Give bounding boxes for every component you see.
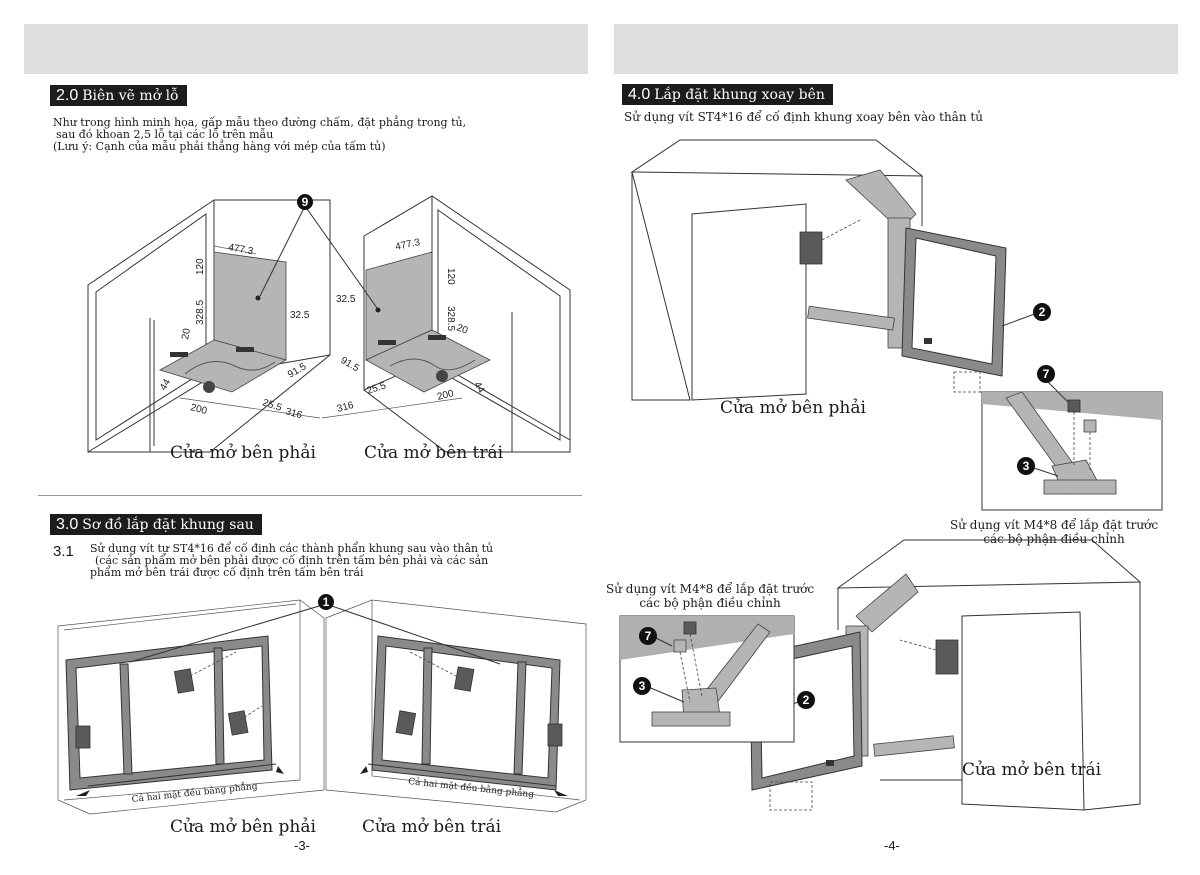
section-3-title: Sơ đồ lắp đặt khung sau bbox=[82, 517, 254, 533]
marker-3-lower: 3 bbox=[633, 677, 685, 703]
caption-template-right: Cửa mở bên phải bbox=[170, 443, 316, 463]
dim-20-left: 20 bbox=[455, 322, 470, 336]
dim-316-right: 316 bbox=[284, 406, 303, 421]
page3-header-band bbox=[24, 24, 588, 74]
dim-32-5-right: 32.5 bbox=[290, 310, 310, 321]
dim-328-5-right: 328.5 bbox=[195, 300, 206, 325]
caption-swing-right: Cửa mở bên phải bbox=[720, 398, 866, 418]
dim-316-left: 316 bbox=[336, 400, 355, 415]
step-3-1-line1: Sử dụng vít tự ST4*16 để cố định các thà… bbox=[90, 542, 494, 555]
cabinet-lower bbox=[836, 539, 1142, 811]
adjuster-callout-box-lower bbox=[769, 781, 813, 811]
cabinet-outline-left bbox=[325, 599, 587, 813]
cabinet-outline-right bbox=[57, 599, 325, 815]
step-3-1-number: 3.1 bbox=[53, 543, 74, 560]
section-2-title: Biên vẽ mở lỗ bbox=[82, 88, 179, 104]
template-left bbox=[365, 251, 491, 393]
marker-3-lower-label: 3 bbox=[639, 679, 646, 693]
back-frame-left bbox=[360, 635, 568, 796]
dim-120-left: 120 bbox=[445, 268, 456, 285]
section-4-description: Sử dụng vít ST4*16 để cố định khung xoay… bbox=[624, 110, 983, 124]
dim-477-3-left: 477.3 bbox=[394, 237, 421, 253]
drill-template-diagram: 477.3 120 328.5 32.5 20 91.5 25.5 44 200… bbox=[87, 194, 571, 453]
marker-1: 1 bbox=[129, 594, 501, 665]
marker-3-upper: 3 bbox=[1017, 457, 1059, 477]
step-3-1-line2: (các sản phẩm mở bên phải được cố định t… bbox=[95, 554, 489, 567]
note-m4-upper-line2: các bộ phận điều chỉnh bbox=[983, 532, 1125, 546]
adjuster-callout-box-upper bbox=[953, 371, 981, 393]
note-m4-lower-line1: Sử dụng vít M4*8 để lắp đặt trước bbox=[606, 582, 815, 596]
marker-2-lower-label: 2 bbox=[803, 693, 810, 707]
dim-120-right: 120 bbox=[195, 258, 206, 275]
section-divider bbox=[38, 495, 582, 496]
section-3-number: 3.0 bbox=[56, 516, 79, 533]
dim-20-right: 20 bbox=[180, 327, 193, 340]
marker-7-upper: 7 bbox=[1037, 365, 1069, 403]
section-2-desc-line3: (Lưu ý: Cạnh của mẫu phải thẳng hàng với… bbox=[53, 140, 386, 153]
marker-7-lower: 7 bbox=[639, 627, 673, 647]
note-m4-upper: Sử dụng vít M4*8 để lắp đặt trước các bộ… bbox=[950, 518, 1158, 546]
section-4-number: 4.0 bbox=[628, 86, 651, 103]
section-2-description: Như trong hình minh họa, gấp mẫu theo đư… bbox=[53, 117, 466, 153]
marker-9-label: 9 bbox=[302, 195, 309, 209]
caption-frame-left: Cửa mở bên trái bbox=[362, 817, 502, 837]
dim-44-right: 44 bbox=[158, 377, 173, 393]
dim-44-left: 44 bbox=[471, 380, 486, 396]
marker-1-label: 1 bbox=[323, 595, 330, 609]
marker-2-upper: 2 bbox=[1001, 303, 1051, 327]
section-4-title: Lắp đặt khung xoay bên bbox=[654, 87, 825, 103]
marker-3-upper-label: 3 bbox=[1023, 459, 1030, 473]
dim-477-3-right: 477.3 bbox=[227, 242, 254, 257]
dim-328-5-left: 328.5 bbox=[445, 306, 456, 331]
note-m4-lower: Sử dụng vít M4*8 để lắp đặt trước các bộ… bbox=[606, 582, 814, 610]
dim-200-right: 200 bbox=[189, 402, 208, 417]
step-3-1-text: Sử dụng vít tự ST4*16 để cố định các thà… bbox=[90, 543, 493, 579]
page-number-4: -4- bbox=[884, 838, 900, 853]
caption-template-left: Cửa mở bên trái bbox=[364, 443, 504, 463]
caption-swing-left: Cửa mở bên trái bbox=[962, 760, 1102, 780]
swing-frame-upper bbox=[799, 169, 1007, 377]
back-frame-diagram: Cả hai mặt đều bằng phẳng Cả hai mặt đều… bbox=[57, 594, 587, 815]
page4-header-band bbox=[614, 24, 1178, 74]
note-m4-upper-line1: Sử dụng vít M4*8 để lắp đặt trước bbox=[950, 518, 1159, 532]
marker-9: 9 bbox=[259, 194, 378, 309]
dim-32-5-left: 32.5 bbox=[336, 294, 356, 305]
step-3-1-line3: phẩm mở bên trái được cố định trên tấm b… bbox=[90, 566, 364, 579]
note-m4-lower-line2: các bộ phận điều chỉnh bbox=[639, 596, 781, 610]
dim-200-left: 200 bbox=[436, 388, 455, 403]
caption-frame-right: Cửa mở bên phải bbox=[170, 817, 316, 837]
section-2-number: 2.0 bbox=[56, 87, 79, 104]
back-frame-right bbox=[65, 635, 284, 796]
adjuster-detail-upper bbox=[981, 391, 1163, 511]
page-number-3: -3- bbox=[294, 838, 310, 853]
marker-7-lower-label: 7 bbox=[645, 629, 652, 643]
section-2-desc-line2: sau đó khoan 2,5 lỗ tại các lỗ trên mẫu bbox=[56, 128, 274, 141]
marker-7-upper-label: 7 bbox=[1043, 367, 1050, 381]
section-2-desc-line1: Như trong hình minh họa, gấp mẫu theo đư… bbox=[53, 116, 467, 129]
marker-2-upper-label: 2 bbox=[1039, 305, 1046, 319]
template-right-dimensions: 477.3 120 328.5 32.5 20 91.5 25.5 44 200… bbox=[158, 242, 321, 421]
